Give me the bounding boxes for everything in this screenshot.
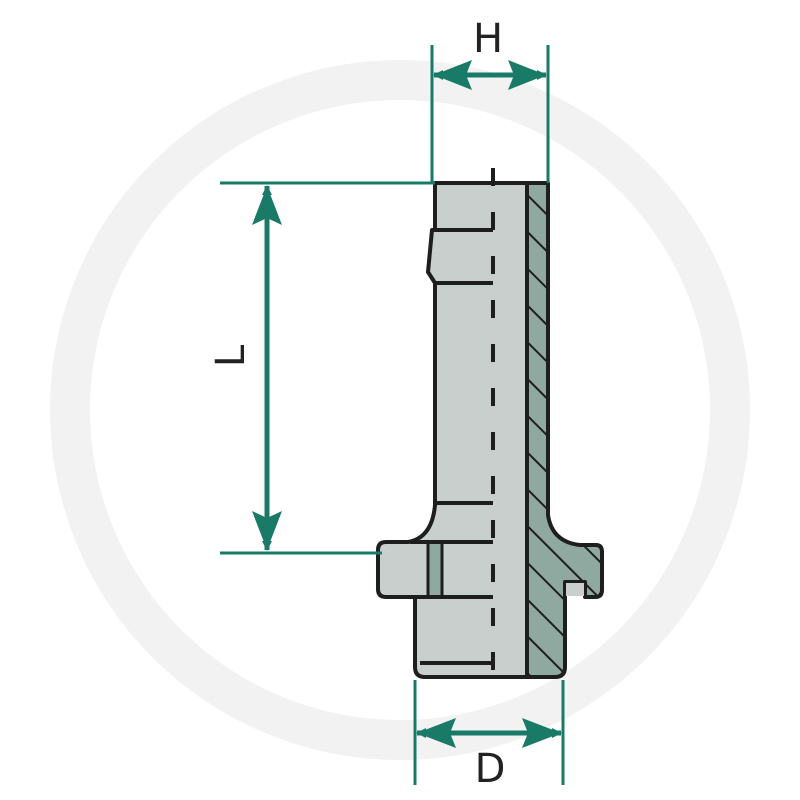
arrowheads bbox=[252, 60, 561, 748]
label-d: D bbox=[475, 746, 506, 792]
contour-lines bbox=[410, 228, 493, 665]
dimension-lines bbox=[220, 45, 565, 785]
label-l: L bbox=[208, 344, 254, 367]
fitting-body bbox=[376, 181, 529, 679]
watermark bbox=[50, 60, 750, 760]
label-h: H bbox=[473, 16, 503, 62]
section-hatch bbox=[525, 181, 604, 679]
hex-groove bbox=[426, 540, 444, 599]
notch bbox=[566, 583, 584, 596]
